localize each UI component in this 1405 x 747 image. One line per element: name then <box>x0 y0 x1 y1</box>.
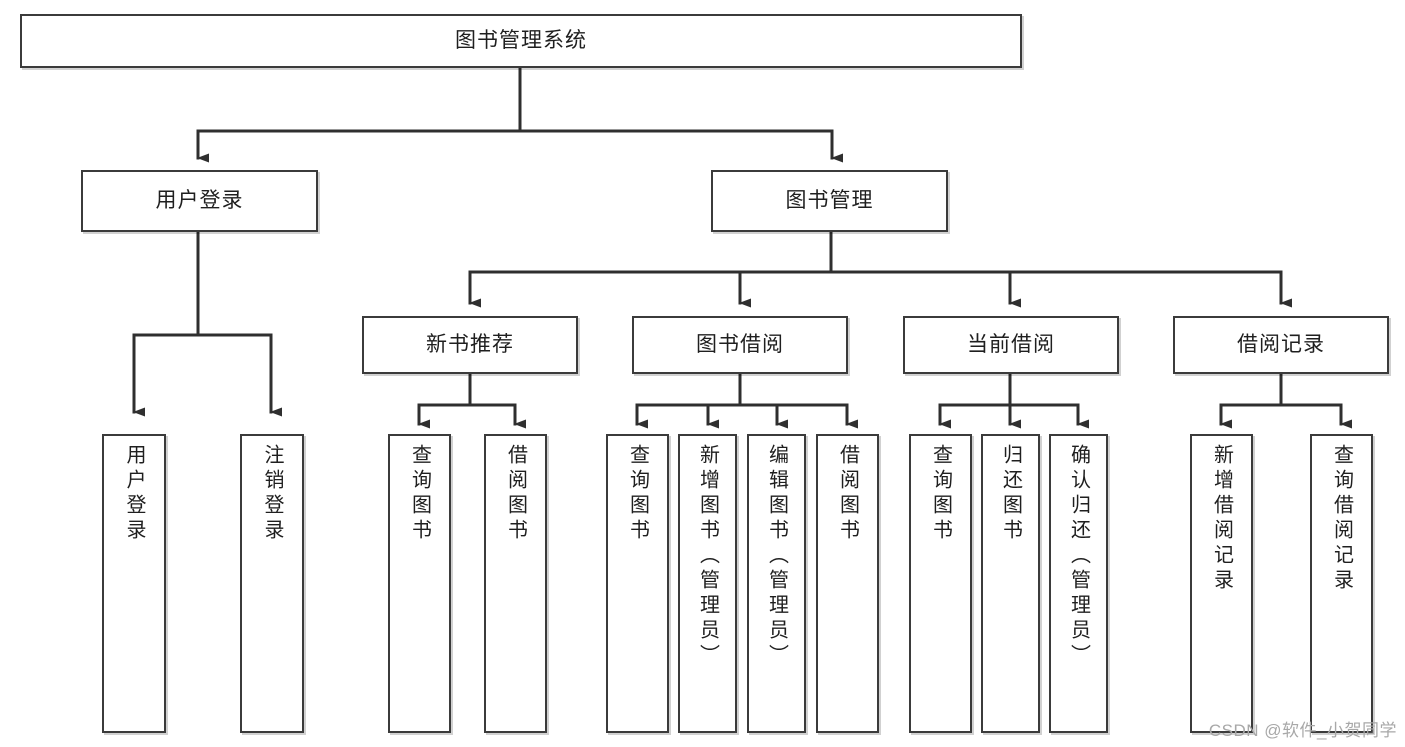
leaf-current-borrow-return-label: 归还图书 <box>999 444 1022 544</box>
node-root[interactable]: 图书管理系统 <box>20 14 1022 68</box>
leaf-book-borrow-borrow[interactable]: 借阅图书 <box>816 434 879 733</box>
leaf-book-borrow-add-label: 新增图书（管理员） <box>696 444 719 669</box>
node-root-label: 图书管理系统 <box>455 28 587 52</box>
node-new-book-recommend-label: 新书推荐 <box>426 332 514 356</box>
leaf-new-book-query-label: 查询图书 <box>408 444 431 544</box>
edges-borrow-record-to-leaves <box>1219 372 1352 429</box>
leaf-borrow-record-query[interactable]: 查询借阅记录 <box>1310 434 1373 733</box>
node-book-management[interactable]: 图书管理 <box>711 170 948 232</box>
leaf-book-borrow-edit[interactable]: 编辑图书（管理员） <box>747 434 806 733</box>
leaf-new-book-borrow-label: 借阅图书 <box>504 444 527 544</box>
edges-current-borrow-to-leaves <box>938 372 1089 429</box>
leaf-user-login-logout[interactable]: 注销登录 <box>240 434 304 733</box>
node-current-borrow-label: 当前借阅 <box>967 332 1055 356</box>
node-borrow-record-label: 借阅记录 <box>1237 332 1325 356</box>
leaf-user-login-login-label: 用户登录 <box>123 444 145 544</box>
edges-new-book-to-leaves <box>417 372 526 429</box>
leaf-current-borrow-confirm-label: 确认归还（管理员） <box>1067 444 1090 669</box>
leaf-book-borrow-query[interactable]: 查询图书 <box>606 434 669 733</box>
leaf-current-borrow-query-label: 查询图书 <box>929 444 952 544</box>
leaf-user-login-login[interactable]: 用户登录 <box>102 434 166 733</box>
leaf-user-login-logout-label: 注销登录 <box>261 444 283 544</box>
leaf-book-borrow-add[interactable]: 新增图书（管理员） <box>678 434 737 733</box>
leaf-borrow-record-query-label: 查询借阅记录 <box>1330 444 1353 594</box>
node-book-borrow-label: 图书借阅 <box>696 332 784 356</box>
node-new-book-recommend[interactable]: 新书推荐 <box>362 316 578 374</box>
node-user-login[interactable]: 用户登录 <box>81 170 318 232</box>
leaf-new-book-query[interactable]: 查询图书 <box>388 434 451 733</box>
node-user-login-label: 用户登录 <box>155 188 244 212</box>
node-current-borrow[interactable]: 当前借阅 <box>903 316 1119 374</box>
leaf-borrow-record-add-label: 新增借阅记录 <box>1210 444 1233 594</box>
edges-root-to-level2 <box>196 66 843 163</box>
leaf-current-borrow-query[interactable]: 查询图书 <box>909 434 972 733</box>
leaf-book-borrow-borrow-label: 借阅图书 <box>836 444 859 544</box>
leaf-book-borrow-edit-label: 编辑图书（管理员） <box>765 444 788 669</box>
leaf-new-book-borrow[interactable]: 借阅图书 <box>484 434 547 733</box>
leaf-current-borrow-confirm[interactable]: 确认归还（管理员） <box>1049 434 1108 733</box>
node-book-management-label: 图书管理 <box>785 188 874 212</box>
node-book-borrow[interactable]: 图书借阅 <box>632 316 848 374</box>
leaf-current-borrow-return[interactable]: 归还图书 <box>981 434 1040 733</box>
edges-book-manage-to-level3 <box>468 230 1292 308</box>
edges-book-borrow-to-leaves <box>635 372 858 429</box>
edges-user-login-to-leaves <box>132 230 282 417</box>
leaf-borrow-record-add[interactable]: 新增借阅记录 <box>1190 434 1253 733</box>
node-borrow-record[interactable]: 借阅记录 <box>1173 316 1389 374</box>
leaf-book-borrow-query-label: 查询图书 <box>626 444 649 544</box>
